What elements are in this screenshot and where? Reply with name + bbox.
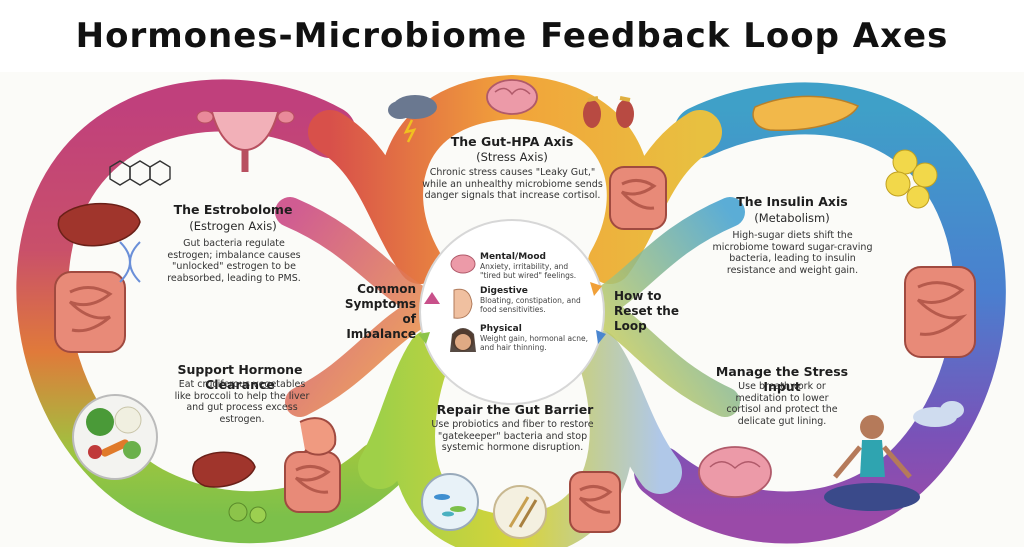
symptom-body: Weight gain, hormonal acne, and hair thi… <box>480 334 588 352</box>
estrogen-molecule-icon <box>109 160 171 186</box>
probiotic-petri-dish-icon <box>421 473 479 531</box>
symptom-mental: Mental/Mood Anxiety, irritability, and "… <box>480 252 590 280</box>
brain-icon <box>698 446 772 498</box>
fat-cells-icon <box>885 149 938 209</box>
intestine-icon <box>284 451 341 513</box>
insulin-title: The Insulin Axis <box>736 194 848 209</box>
gut-hpa-subtitle: (Stress Axis) <box>476 150 548 164</box>
intestine-icon <box>904 266 976 358</box>
brussels-sprouts-icon <box>228 502 267 524</box>
dna-icon <box>119 241 141 283</box>
uterus-icon <box>196 110 295 172</box>
gut-hpa-title: The Gut-HPA Axis <box>450 134 574 149</box>
pancreas-icon <box>752 95 860 131</box>
stomach-icon <box>299 417 337 456</box>
estrobolome-body: Gut bacteria regulate estrogen; imbalanc… <box>167 238 301 284</box>
fiber-grains-icon <box>493 485 547 539</box>
symptom-body: Bloating, constipation, and food sensiti… <box>480 296 581 314</box>
gut-hpa-body: Chronic stress causes "Leaky Gut," while… <box>422 167 603 201</box>
stress-input-title: Manage the Stress Input <box>715 364 849 394</box>
hormone-clearance-title: Support Hormone Clearance <box>177 362 303 392</box>
cycle-arrow-icon <box>596 330 606 344</box>
hormone-clearance-body: Eat cruciferous vegetables like broccoli… <box>174 379 310 425</box>
symptom-physical: Physical Weight gain, hormonal acne, and… <box>480 324 590 352</box>
reset-loop-label: How to Reset the Loop <box>614 289 679 333</box>
storm-cloud-icon <box>388 95 437 143</box>
brain-icon <box>486 79 538 115</box>
common-symptoms-label: Common Symptoms of Imbalance <box>344 282 416 341</box>
vegetable-plate-icon <box>72 394 158 480</box>
cycle-arrow-icon <box>590 282 602 296</box>
meditating-person-icon <box>824 415 920 511</box>
diagram-canvas: The Estrobolome (Estrogen Axis) Gut bact… <box>0 72 1024 547</box>
symptom-body: Anxiety, irritability, and "tired but wi… <box>480 262 577 280</box>
estrobolome-subtitle: (Estrogen Axis) <box>189 219 277 233</box>
symptom-title: Physical <box>480 324 522 334</box>
face-icon <box>450 328 476 352</box>
intestine-icon <box>569 471 621 533</box>
estrobolome-title: The Estrobolome <box>173 202 293 217</box>
intestine-icon <box>609 166 667 230</box>
cycle-arrow-icon <box>418 332 430 344</box>
symptom-digestive: Digestive Bloating, constipation, and fo… <box>480 286 590 314</box>
cloud-icon <box>913 401 964 427</box>
bloated-belly-icon <box>453 288 473 319</box>
liver-icon <box>192 451 256 488</box>
intestine-icon <box>54 271 126 353</box>
symptom-title: Mental/Mood <box>480 252 546 262</box>
loop-graphic <box>16 74 1006 547</box>
brain-icon <box>450 254 476 274</box>
infographic-title: Hormones-Microbiome Feedback Loop Axes <box>75 16 949 56</box>
liver-icon <box>57 202 141 247</box>
adrenal-kidney-icon <box>583 96 634 128</box>
cycle-arrow-icon <box>424 292 440 304</box>
stress-input-body: Use breathwork or meditation to lower co… <box>726 381 838 427</box>
symptom-title: Digestive <box>480 286 528 296</box>
insulin-subtitle: (Metabolism) <box>754 211 830 225</box>
insulin-body: High-sugar diets shift the microbiome to… <box>712 230 873 276</box>
gut-barrier-title: Repair the Gut Barrier <box>436 402 594 417</box>
gut-barrier-body: Use probiotics and fiber to restore "gat… <box>431 419 594 453</box>
